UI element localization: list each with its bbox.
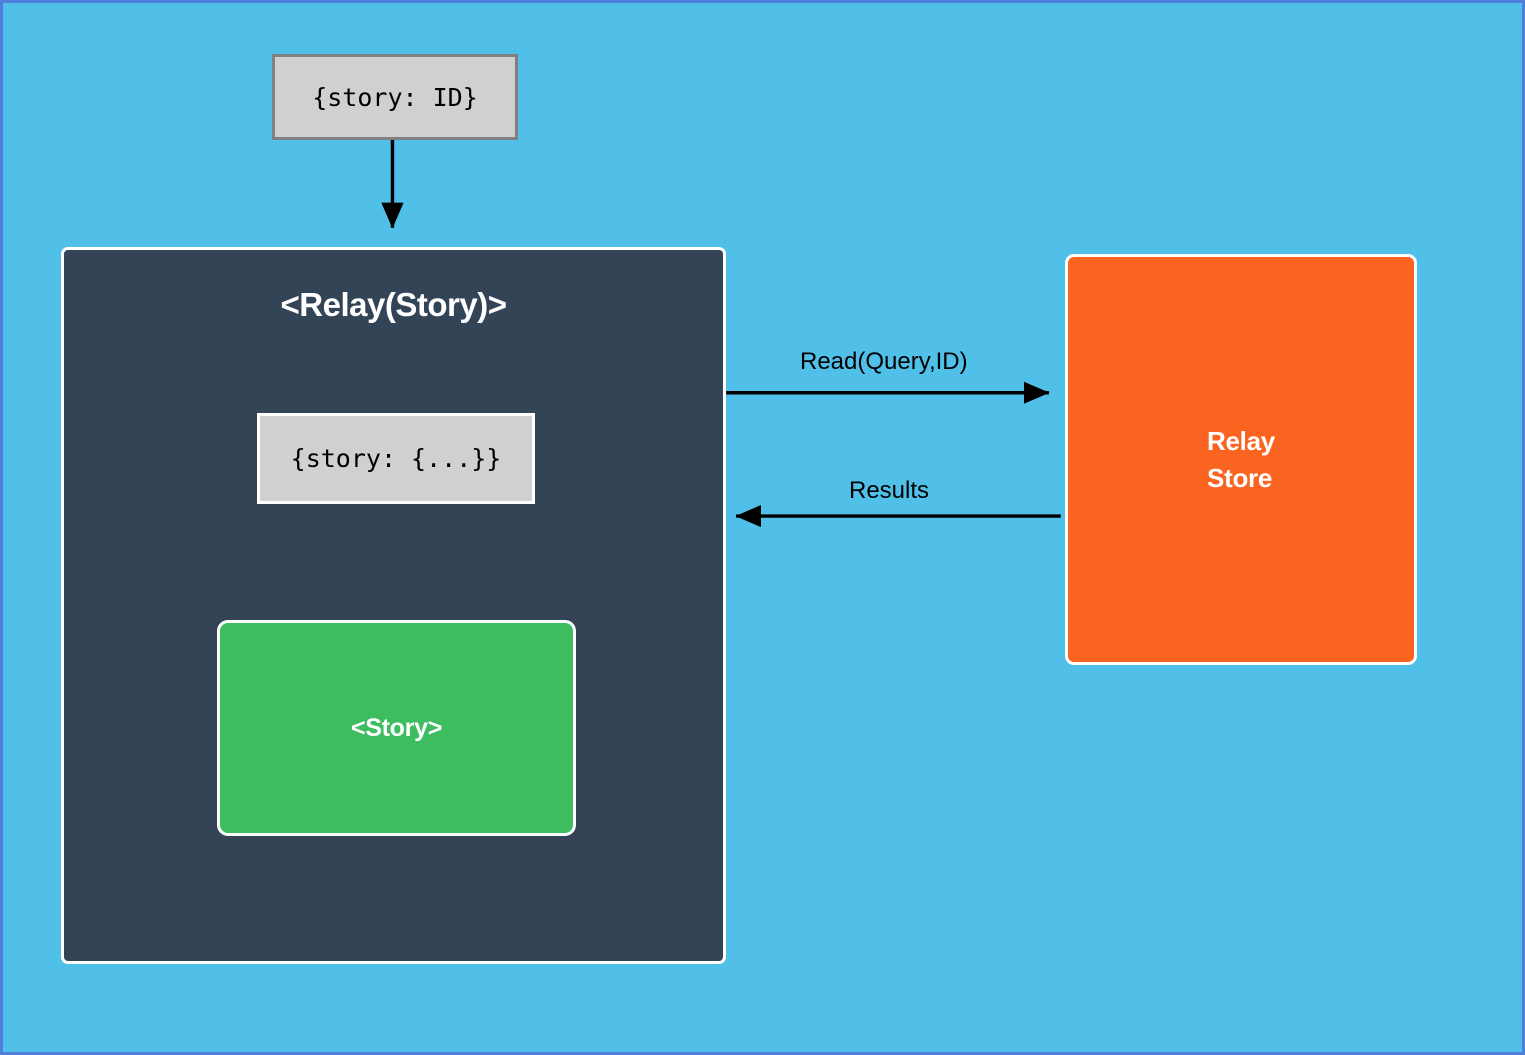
- relay-store-label-line-2: Store: [1207, 462, 1273, 493]
- relay-store-node[interactable]: Relay Store: [1065, 254, 1417, 665]
- props-in-box[interactable]: {story: ID}: [272, 54, 518, 140]
- edge-label-read-query-id: Read(Query,ID): [800, 348, 968, 375]
- relay-store-label: Relay Store: [1207, 423, 1275, 497]
- relay-store-label-line-1: Relay: [1207, 425, 1275, 456]
- props-resolved-label: {story: {...}}: [290, 444, 502, 473]
- props-in-label: {story: ID}: [312, 82, 478, 112]
- props-resolved-box[interactable]: {story: {...}}: [257, 413, 535, 504]
- story-component-label: <Story>: [350, 713, 442, 742]
- relay-container-node[interactable]: <Relay(Story)> {story: {...}} <Story>: [61, 247, 726, 964]
- edge-label-results: Results: [849, 477, 930, 504]
- story-component-node[interactable]: <Story>: [217, 620, 576, 836]
- relay-container-title: <Relay(Story)>: [280, 286, 507, 323]
